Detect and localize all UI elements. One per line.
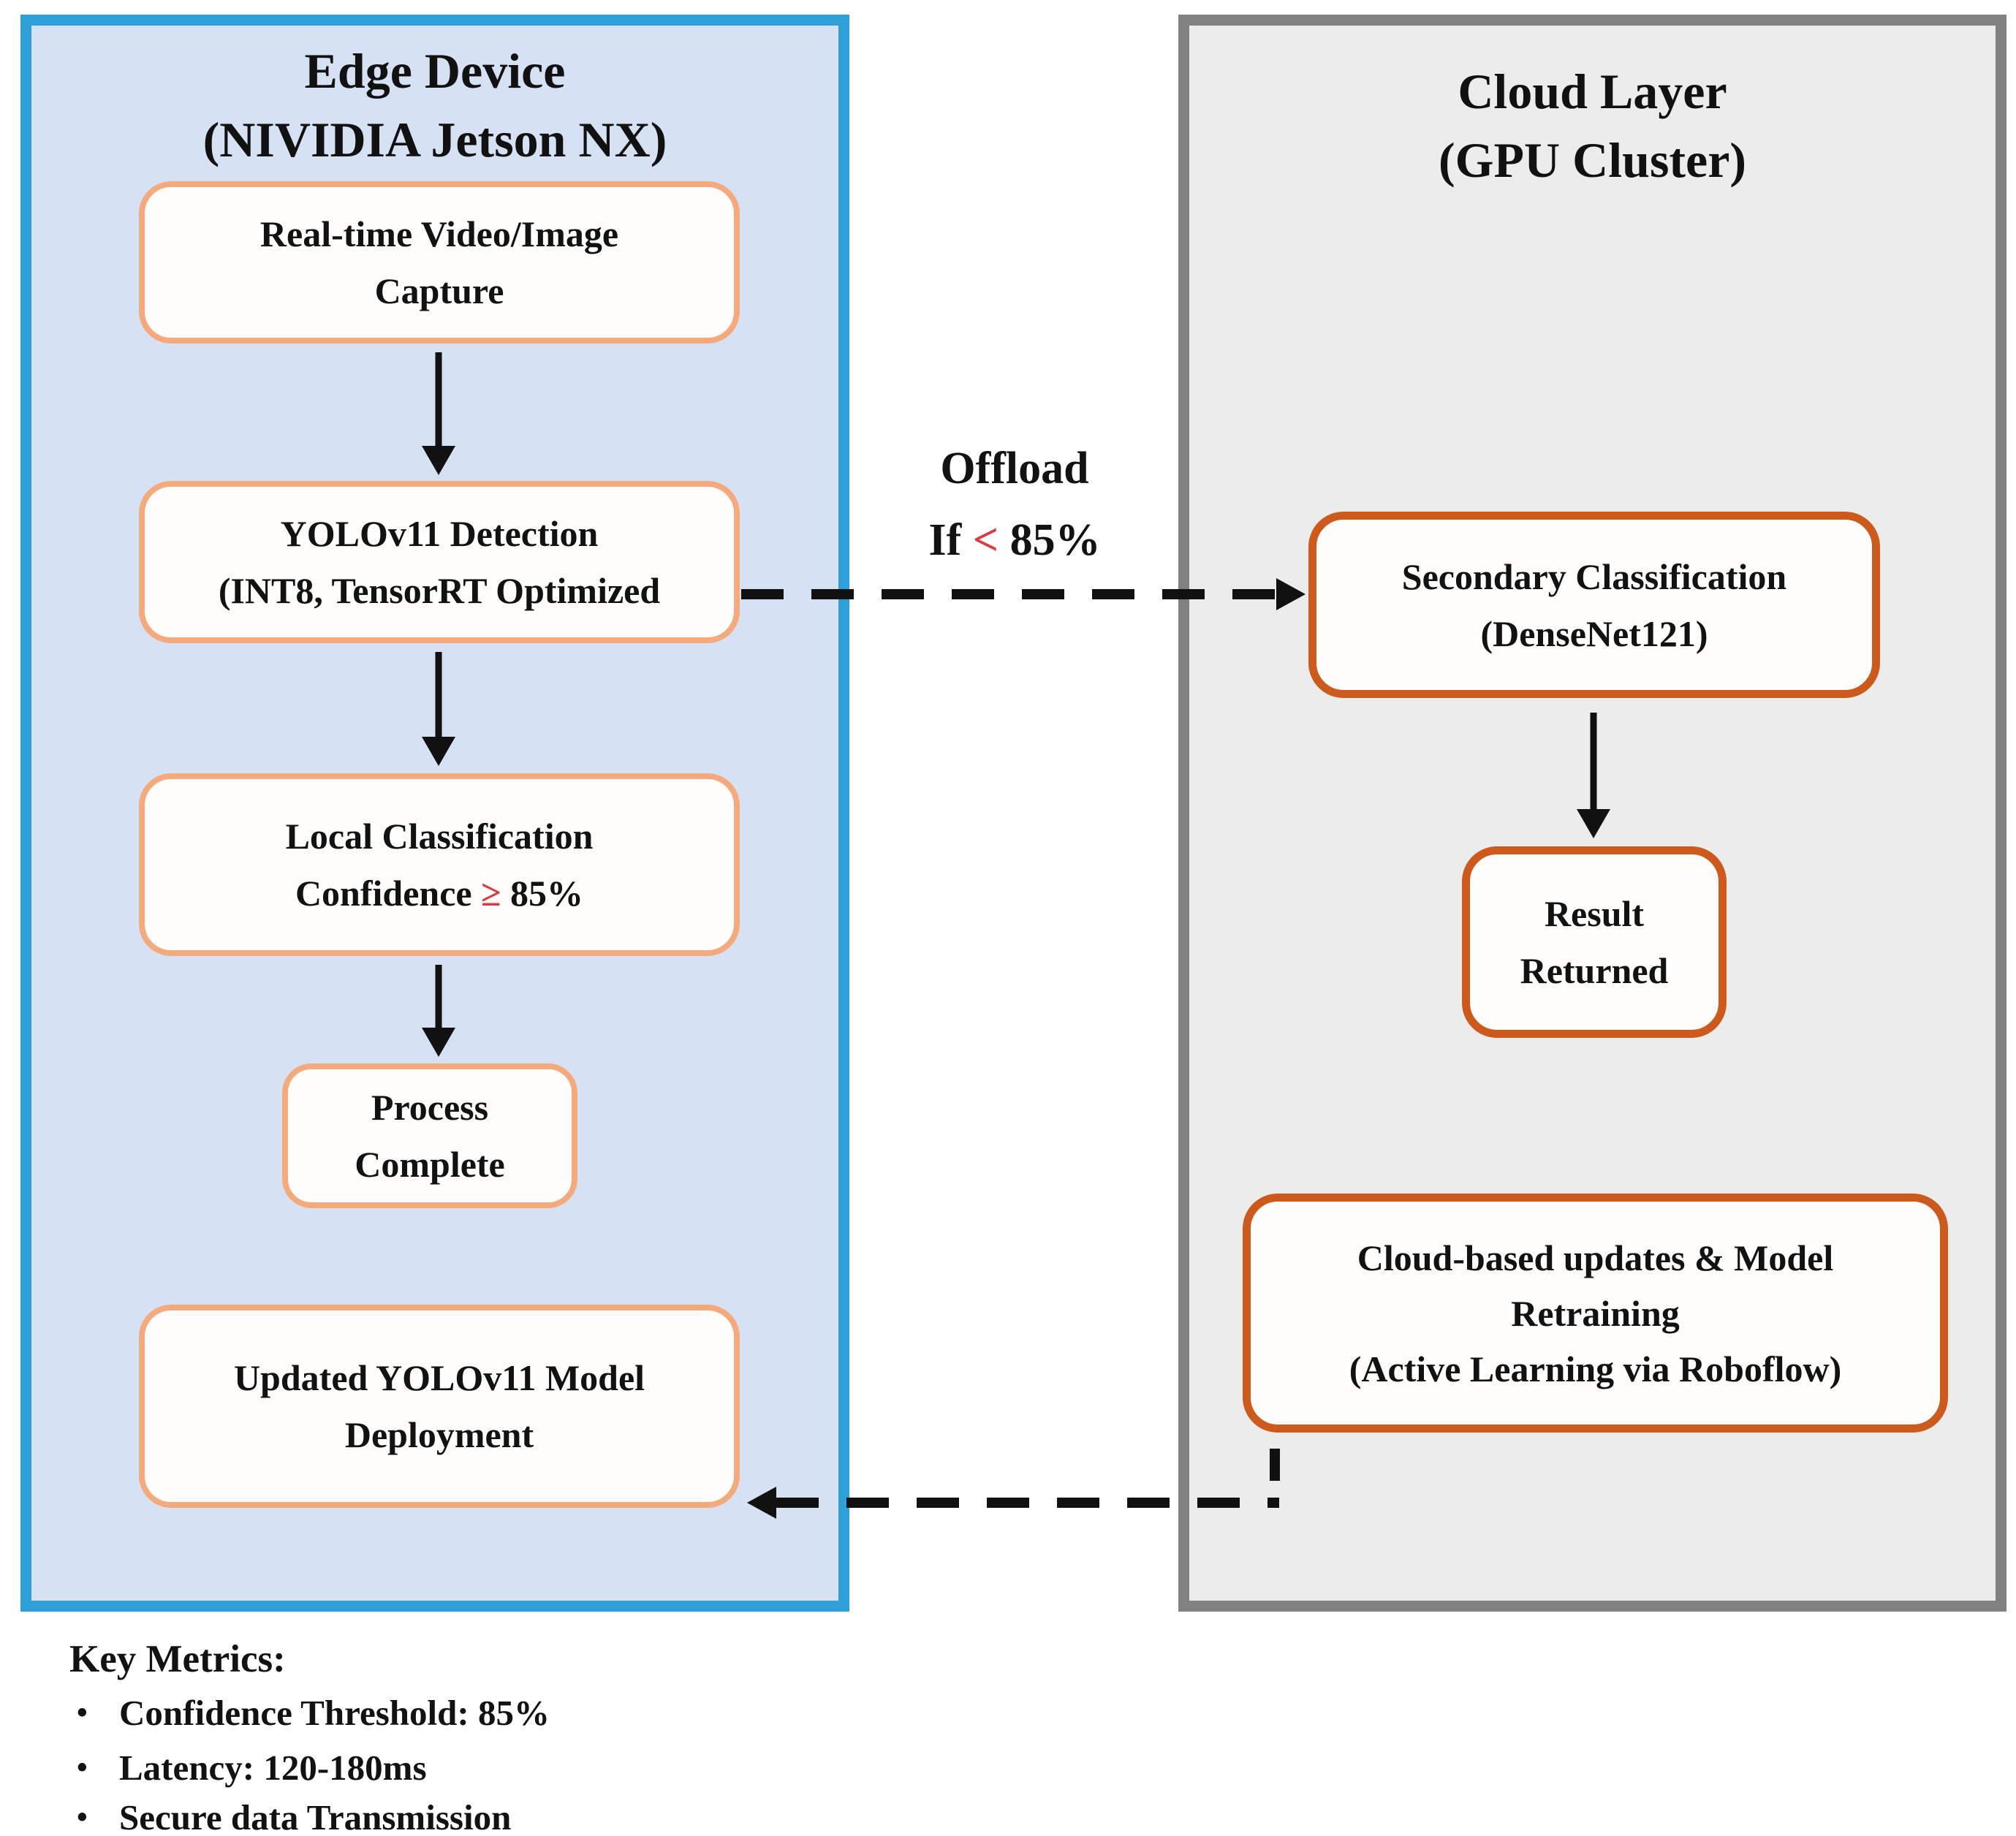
return-dashed-elbow [1270,1449,1280,1492]
node-line: Process [371,1087,489,1128]
arrow-local-to-process [422,965,455,1057]
arrow-head-down-icon [1577,809,1610,838]
key-metrics-title: Key Metrics: [69,1638,286,1680]
confidence-value: 85% [501,873,584,914]
confidence-text: Confidence [295,873,482,914]
return-dashed-line [776,1498,1279,1508]
offload-if-text: If [928,515,973,565]
node-line: Secondary Classification [1401,555,1787,597]
node-line: YOLOv11 Detection [280,513,599,554]
node-cloud-retraining: Cloud-based updates & Model Retraining (… [1243,1194,1948,1433]
node-line: Capture [374,270,504,311]
key-metric-item: • Latency: 120-180ms [77,1747,427,1788]
node-line: Confidence ≥ 85% [295,865,583,922]
arrow-capture-to-detection [422,352,455,475]
arrow-head-left-icon [747,1487,776,1519]
node-line: (Active Learning via Roboflow) [1349,1348,1842,1389]
node-line: Cloud-based updates & Model [1357,1237,1834,1278]
cloud-panel-title: Cloud Layer (GPU Cluster) [1178,57,2006,194]
node-line: Real-time Video/Image [259,213,619,254]
key-metric-item: • Secure data Transmission [77,1797,511,1836]
node-line: (INT8, TensorRT Optimized [218,570,661,611]
gte-symbol: ≥ [481,873,501,914]
arrow-head-down-icon [422,1028,455,1057]
lt-symbol: < [972,515,999,565]
node-deployment: Updated YOLOv11 Model Deployment [139,1305,740,1508]
node-line: Updated YOLOv11 Model [233,1357,645,1398]
node-line: Local Classification [285,816,594,857]
bullet-icon: • [77,1696,88,1730]
arrow-stem [1590,713,1597,812]
node-capture: Real-time Video/Image Capture [139,181,740,344]
offload-dashed-line [741,589,1276,599]
bullet-icon: • [77,1801,88,1835]
bullet-icon: • [77,1751,88,1785]
node-local-classification: Local Classification Confidence ≥ 85% [139,773,740,956]
node-line: Returned [1520,950,1669,991]
arrow-detection-to-local [422,652,455,766]
node-line: Deployment [344,1414,534,1455]
key-metric-item: • Confidence Threshold: 85% [77,1692,550,1734]
cloud-panel-title-line1: Cloud Layer [1458,64,1727,119]
arrow-stem [435,652,442,740]
key-metric-text: Confidence Threshold: 85% [119,1693,550,1733]
arrow-stem [435,965,442,1031]
arrow-secondary-to-result [1577,713,1610,838]
node-detection: YOLOv11 Detection (INT8, TensorRT Optimi… [139,481,740,643]
key-metric-text: Latency: 120-180ms [119,1748,427,1788]
edge-panel-title-line2: (NIVIDIA Jetson NX) [202,112,667,167]
key-metric-text: Secure data Transmission [119,1797,512,1836]
node-line: Complete [355,1144,505,1185]
node-process-complete: Process Complete [282,1063,577,1208]
node-line: Result [1544,893,1645,934]
arrow-stem [435,352,442,449]
offload-label: Offload If < 85% [849,433,1180,576]
node-line: (DenseNet121) [1480,612,1708,654]
offload-label-line2: If < 85% [849,504,1180,576]
cloud-panel-title-line2: (GPU Cluster) [1438,132,1747,188]
arrow-head-down-icon [422,446,455,475]
offload-label-line1: Offload [940,444,1089,493]
offload-threshold-value: 85% [998,515,1101,565]
node-secondary-classification: Secondary Classification (DenseNet121) [1308,512,1880,698]
edge-panel-title: Edge Device (NIVIDIA Jetson NX) [20,37,849,174]
edge-panel-title-line1: Edge Device [304,43,566,99]
arrow-head-right-icon [1276,578,1306,610]
node-result-returned: Result Returned [1462,846,1727,1038]
node-line: Retraining [1511,1292,1680,1334]
arrow-head-down-icon [422,737,455,766]
